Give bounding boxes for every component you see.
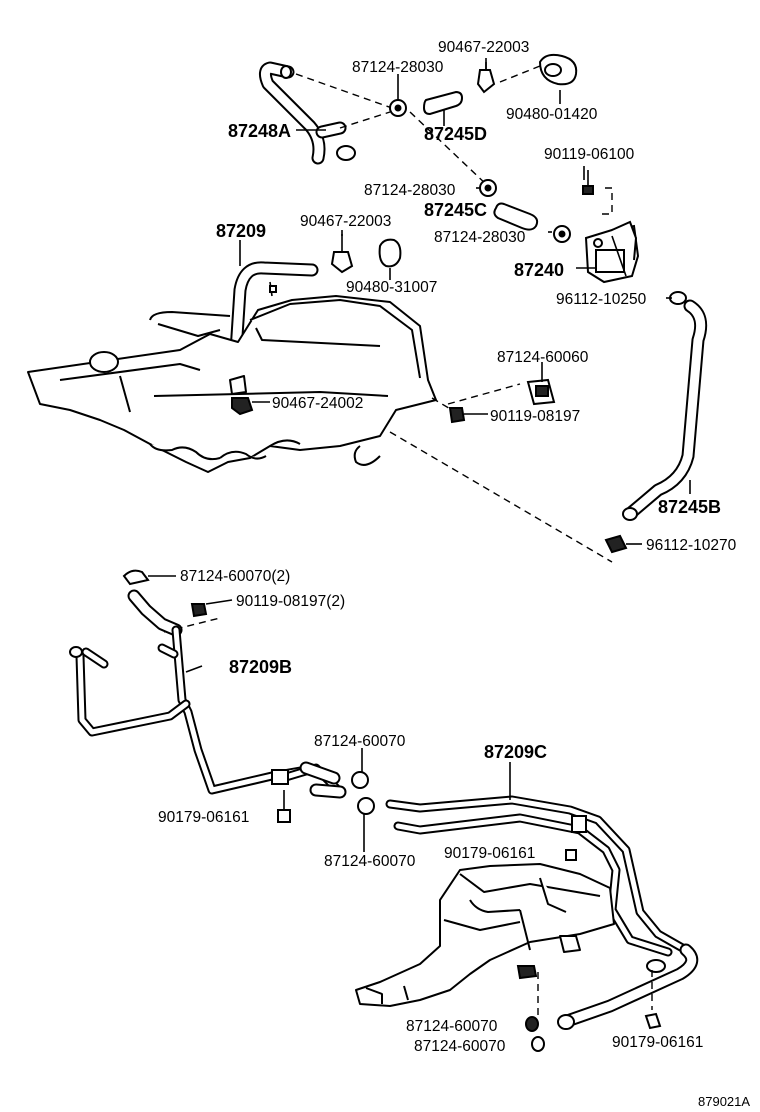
part-label: 90467-22003 — [438, 39, 529, 56]
part-label: 90119-08197 — [490, 408, 580, 425]
leader-dash — [447, 383, 521, 405]
part-label: 87124-28030 — [364, 182, 456, 199]
part-label: 90480-01420 — [506, 106, 598, 123]
hose-87209 — [227, 261, 319, 389]
clamp-icon — [389, 99, 407, 117]
hose-87245b — [622, 299, 708, 521]
bolt-icon — [431, 397, 466, 424]
hose-87245d — [422, 90, 464, 116]
part-label: 90480-31007 — [346, 279, 437, 296]
valve-87240 — [584, 220, 640, 284]
part-label: 90179-06161 — [158, 809, 249, 826]
part-label: 87124-60070 — [314, 733, 406, 750]
grommet-icon — [538, 53, 578, 86]
part-label: 87124-60070 — [406, 1018, 498, 1035]
clamp-icon — [604, 534, 628, 554]
clamp-icon — [516, 965, 545, 1052]
part-label: 87124-60060 — [497, 349, 589, 366]
clip-icon — [644, 1012, 662, 1030]
leader-dash — [389, 431, 613, 563]
leader-dash — [295, 73, 393, 109]
clip-icon — [277, 809, 291, 823]
bolt-icon — [163, 599, 233, 633]
clip-icon — [122, 569, 176, 586]
clip-icon — [231, 397, 254, 416]
clamp-icon — [669, 291, 687, 305]
part-label: 87248A — [228, 121, 291, 141]
engine-outline — [27, 295, 437, 473]
part-label: 87209 — [216, 221, 266, 241]
pipe-87209c — [385, 795, 699, 1030]
bolt-icon — [582, 170, 594, 195]
part-label: 87124-60070 — [324, 853, 416, 870]
part-label: 87209C — [484, 742, 547, 762]
part-label: 90467-24002 — [272, 395, 363, 412]
clip-icon — [330, 234, 354, 274]
part-label: 87124-60070 — [414, 1038, 506, 1055]
part-label: 96112-10270 — [646, 537, 737, 554]
part-label: 87124-60070(2) — [180, 568, 290, 585]
pipe-87209b — [69, 589, 347, 799]
part-label: 90467-22003 — [300, 213, 391, 230]
hose-87245c — [493, 202, 539, 231]
canister-outline — [355, 863, 615, 1007]
part-label: 90119-08197(2) — [236, 593, 345, 610]
part-label: 90179-06161 — [444, 845, 535, 862]
part-label: 96112-10250 — [556, 291, 647, 308]
part-label: 90119-06100 — [544, 146, 635, 163]
clamp-icon — [479, 179, 497, 197]
part-label: 87240 — [514, 260, 564, 280]
part-label: 90179-06161 — [612, 1034, 703, 1051]
part-label: 87245C — [424, 200, 487, 220]
grommet-icon — [378, 238, 402, 268]
clamp-icon — [351, 771, 375, 815]
diagram-code: 879021A — [698, 1094, 750, 1109]
part-label: 87209B — [229, 657, 292, 677]
leader-dash — [602, 187, 613, 215]
part-label: 87124-28030 — [434, 229, 526, 246]
part-label: 87245B — [658, 497, 721, 517]
hose-87248a — [258, 61, 356, 165]
clip-icon — [565, 849, 577, 861]
part-label: 87124-28030 — [352, 59, 444, 76]
leader-dash — [339, 111, 391, 129]
leader-dash — [499, 63, 546, 83]
part-label: 87245D — [424, 124, 487, 144]
bracket-icon — [526, 372, 556, 406]
clamp-icon — [553, 225, 571, 243]
leader-dash — [409, 111, 489, 187]
